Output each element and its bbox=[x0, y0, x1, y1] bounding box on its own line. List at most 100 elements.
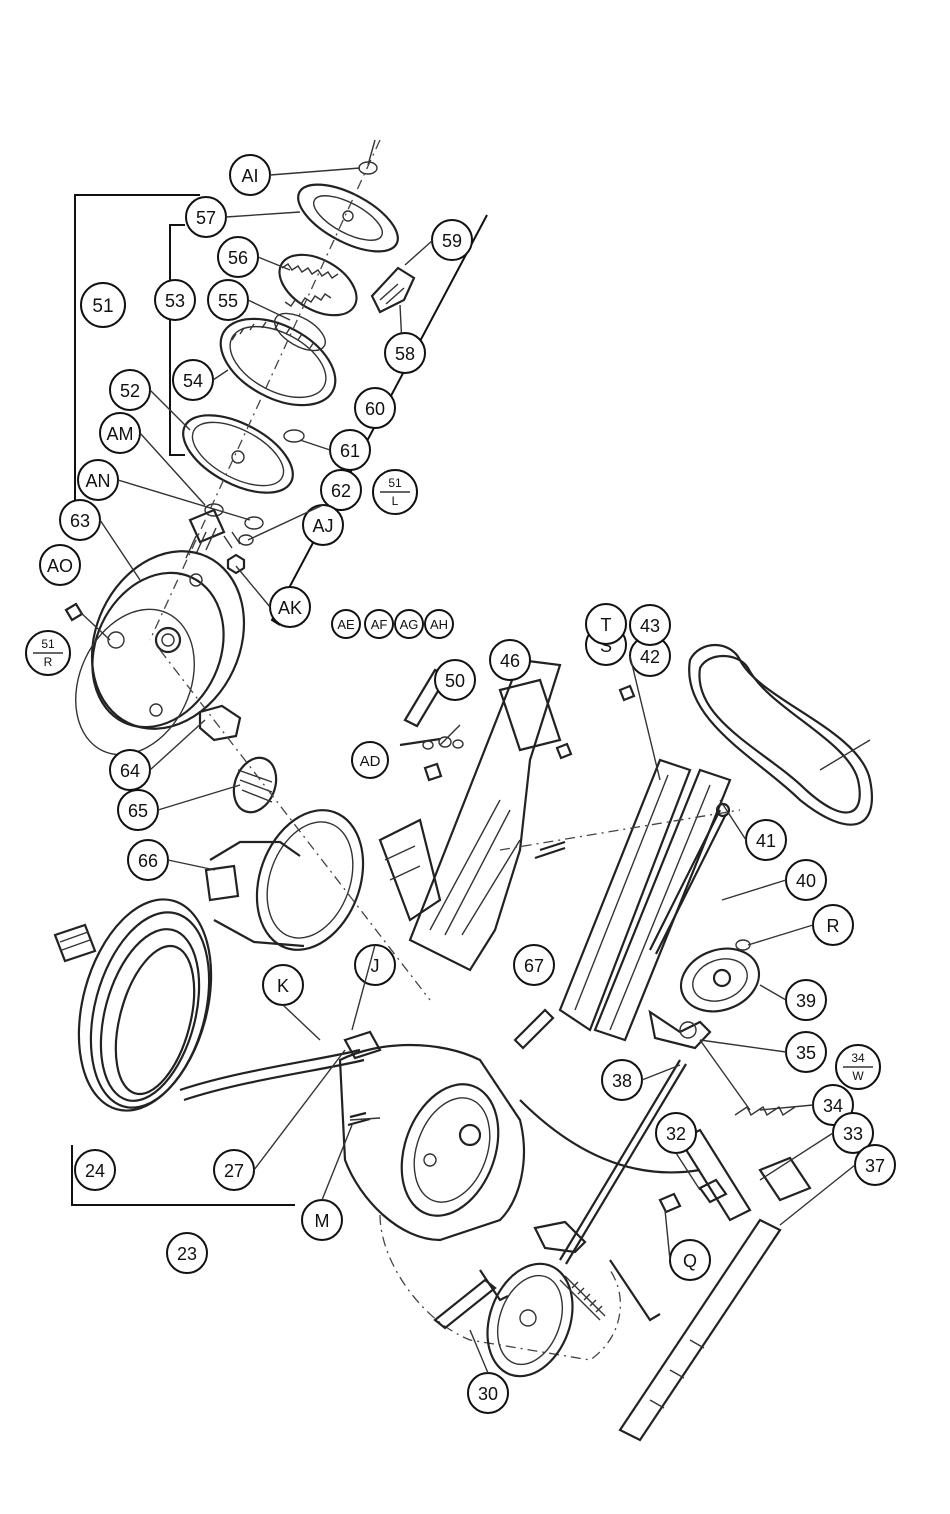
callout-64-text: 64 bbox=[120, 761, 140, 781]
callout-33-text: 33 bbox=[843, 1124, 863, 1144]
callout-57-text: 57 bbox=[196, 208, 216, 228]
callout-55: 55 bbox=[208, 280, 248, 320]
callout-labels: AI 57 51 53 56 59 55 54 58 52 60 AM 61 A… bbox=[26, 155, 895, 1413]
callout-60: 60 bbox=[355, 388, 395, 428]
callout-24: 24 bbox=[75, 1150, 115, 1190]
motor-body-drawing bbox=[340, 1045, 620, 1388]
callout-34-over-W-numerator: 34 bbox=[851, 1051, 865, 1065]
callout-51-over-R-numerator: 51 bbox=[41, 637, 55, 651]
callout-40-text: 40 bbox=[796, 871, 816, 891]
callout-AI: AI bbox=[230, 155, 270, 195]
callout-35: 35 bbox=[786, 1032, 826, 1072]
callout-34-text: 34 bbox=[823, 1096, 843, 1116]
callout-46: 46 bbox=[490, 640, 530, 680]
callout-62: 62 bbox=[321, 470, 361, 510]
callout-61-text: 61 bbox=[340, 441, 360, 461]
callout-38: 38 bbox=[602, 1060, 642, 1100]
callout-63: 63 bbox=[60, 500, 100, 540]
callout-55-text: 55 bbox=[218, 291, 238, 311]
callout-AG: AG bbox=[395, 610, 423, 638]
callout-AN-text: AN bbox=[85, 471, 110, 491]
callout-AJ-text: AJ bbox=[312, 516, 333, 536]
callout-51-over-R: 51 R bbox=[26, 631, 70, 675]
callout-67-text: 67 bbox=[524, 956, 544, 976]
callout-R-text: R bbox=[827, 916, 840, 936]
callout-K-text: K bbox=[277, 976, 289, 996]
callout-51-over-L: 51 L bbox=[373, 470, 417, 514]
callout-65: 65 bbox=[118, 790, 158, 830]
callout-AM: AM bbox=[100, 413, 140, 453]
callout-AF-text: AF bbox=[371, 617, 388, 632]
callout-41-text: 41 bbox=[756, 831, 776, 851]
drive-belt-drawing bbox=[689, 645, 872, 825]
callout-J: J bbox=[355, 945, 395, 985]
callout-51-text: 51 bbox=[92, 296, 113, 317]
callout-K: K bbox=[263, 965, 303, 1005]
callout-AN: AN bbox=[78, 460, 118, 500]
callout-53: 53 bbox=[155, 280, 195, 320]
callout-53-text: 53 bbox=[165, 291, 185, 311]
callout-AH: AH bbox=[425, 610, 453, 638]
callout-Q-text: Q bbox=[683, 1251, 697, 1271]
callout-35-text: 35 bbox=[796, 1043, 816, 1063]
callout-Q: Q bbox=[670, 1240, 710, 1280]
callout-37: 37 bbox=[855, 1145, 895, 1185]
callout-46-text: 46 bbox=[500, 651, 520, 671]
callout-23: 23 bbox=[167, 1233, 207, 1273]
callout-M: M bbox=[302, 1200, 342, 1240]
callout-AK-text: AK bbox=[278, 598, 302, 618]
callout-54: 54 bbox=[173, 360, 213, 400]
callout-AO: AO bbox=[40, 545, 80, 585]
callout-67: 67 bbox=[514, 945, 554, 985]
callout-AE: AE bbox=[332, 610, 360, 638]
callout-T-text: T bbox=[601, 615, 612, 635]
callout-52: 52 bbox=[110, 370, 150, 410]
callout-51-over-L-numerator: 51 bbox=[388, 476, 402, 490]
callout-AI-text: AI bbox=[241, 166, 258, 186]
callout-32: 32 bbox=[656, 1113, 696, 1153]
callout-58-text: 58 bbox=[395, 344, 415, 364]
callout-66-text: 66 bbox=[138, 851, 158, 871]
callout-42-text: 42 bbox=[640, 647, 660, 667]
callout-32-text: 32 bbox=[666, 1124, 686, 1144]
callout-43: 43 bbox=[630, 605, 670, 645]
callout-50: 50 bbox=[435, 660, 475, 700]
base-plate-drawing bbox=[380, 660, 740, 1048]
callout-27-text: 27 bbox=[224, 1161, 244, 1181]
callout-40: 40 bbox=[786, 860, 826, 900]
callout-62-text: 62 bbox=[331, 481, 351, 501]
callout-39: 39 bbox=[786, 980, 826, 1020]
callout-59-text: 59 bbox=[442, 231, 462, 251]
callout-41: 41 bbox=[746, 820, 786, 860]
callout-27: 27 bbox=[214, 1150, 254, 1190]
callout-AK: AK bbox=[270, 587, 310, 627]
callout-56-text: 56 bbox=[228, 248, 248, 268]
callout-51: 51 bbox=[81, 283, 125, 327]
callout-34-over-W-denominator: W bbox=[852, 1069, 864, 1083]
callout-56: 56 bbox=[218, 237, 258, 277]
callout-65-text: 65 bbox=[128, 801, 148, 821]
callout-50-text: 50 bbox=[445, 671, 465, 691]
callout-37-text: 37 bbox=[865, 1156, 885, 1176]
callout-AM-text: AM bbox=[107, 424, 134, 444]
callout-AO-text: AO bbox=[47, 556, 73, 576]
callout-23-text: 23 bbox=[177, 1244, 197, 1264]
callout-30: 30 bbox=[468, 1373, 508, 1413]
callout-M-text: M bbox=[315, 1211, 330, 1231]
callout-AH-text: AH bbox=[430, 617, 448, 632]
callout-64: 64 bbox=[110, 750, 150, 790]
callout-AD: AD bbox=[352, 742, 388, 778]
callout-R: R bbox=[813, 905, 853, 945]
callout-61: 61 bbox=[330, 430, 370, 470]
callout-43-text: 43 bbox=[640, 616, 660, 636]
callout-54-text: 54 bbox=[183, 371, 203, 391]
callout-59: 59 bbox=[432, 220, 472, 260]
callout-51-over-L-denominator: L bbox=[392, 494, 399, 508]
callout-AE-text: AE bbox=[337, 617, 355, 632]
callout-T: T bbox=[586, 604, 626, 644]
callout-63-text: 63 bbox=[70, 511, 90, 531]
callout-58: 58 bbox=[385, 333, 425, 373]
callout-34-over-W: 34 W bbox=[836, 1045, 880, 1089]
callout-52-text: 52 bbox=[120, 381, 140, 401]
